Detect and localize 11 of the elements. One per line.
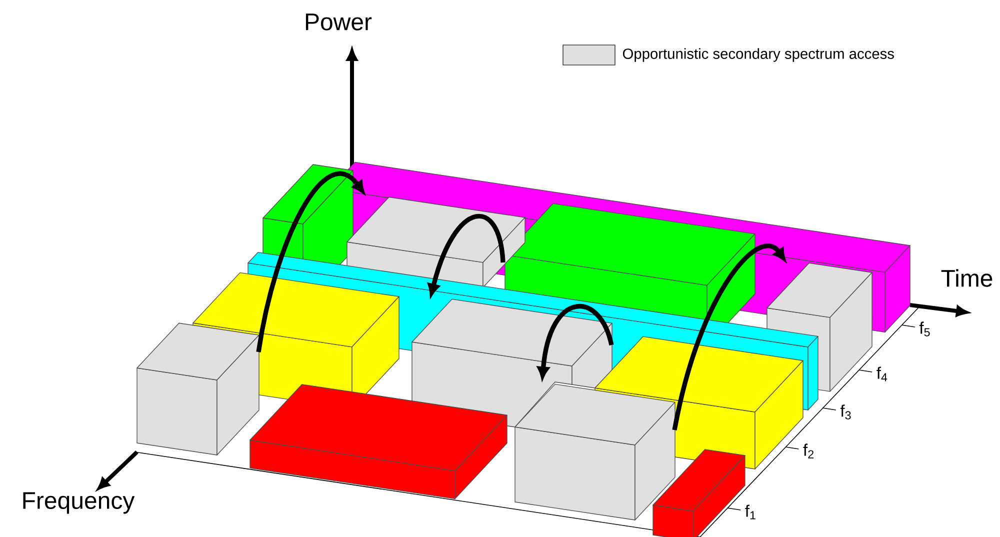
legend-text: Opportunistic secondary spectrum access	[622, 48, 894, 62]
axis-label: f$_{1}$	[745, 504, 756, 520]
axis-label: f$_{2}$	[803, 444, 814, 458]
arrow	[256, 171, 364, 352]
access-block	[136, 322, 260, 456]
axis-label: Frequency	[23, 492, 135, 514]
axis-label: Power	[306, 14, 372, 30]
axis-label: f$_{5}$	[919, 322, 930, 336]
access-block	[514, 384, 676, 520]
axis-label: Time	[941, 269, 992, 287]
arrow	[672, 244, 786, 430]
